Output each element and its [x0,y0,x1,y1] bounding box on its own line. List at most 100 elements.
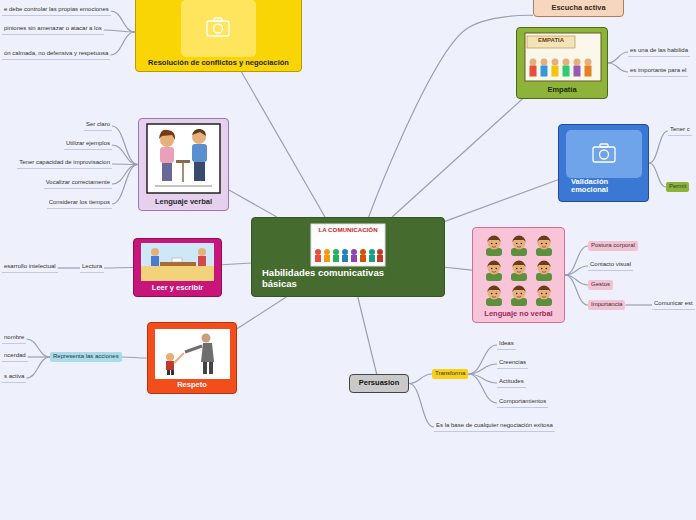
reading-image [160,262,196,266]
camera-icon [593,144,615,162]
center-image [342,249,348,255]
leaf-text: Ideas [497,340,516,350]
reading-image [141,243,214,281]
leaf-label: Es la base de cualquier negociación exit… [434,422,555,432]
leaf-label: Contacto visual [588,261,633,271]
branch-connector [104,267,133,269]
empathy-image [552,59,559,66]
leaf-label: Considerar los tiempos [47,199,112,209]
respect-image [155,329,230,379]
faces-grid [536,286,552,307]
branch-connector [468,364,497,374]
branch-connector [625,304,652,305]
leaf-text: Considerar los tiempos [47,199,112,209]
branch-connector [565,246,588,275]
leaf-label: ncerdad [2,352,28,362]
branch-connector [409,374,432,384]
center-image [351,255,357,262]
center-image [351,249,357,255]
topic-box: Validación emocional [558,124,649,202]
leaf-label: ón calmada, no defensiva y respetuosa [2,50,110,60]
branch-connector [242,72,325,217]
verbal-image [159,130,175,140]
respect-image [201,343,214,362]
center-image [333,249,339,255]
empathy-image [552,66,559,77]
empathy-image [574,59,581,66]
center-image [360,249,366,255]
reading-image [198,248,206,256]
branch-connector [111,11,135,32]
center-image [360,255,366,262]
branch-connector [112,145,138,165]
reading-image [151,256,159,266]
topic-title: Escucha activa [551,4,605,13]
branch-connector [608,52,628,63]
faces-grid [536,261,552,282]
leaf-label: Transforma [432,369,468,379]
empathy-image [563,66,570,77]
leaf-label: Importancia [588,300,625,310]
leaf-label: e debe controlar las propias emociones [2,6,111,16]
subtopic-chip: Gestos [588,280,613,290]
empathy-image [585,66,592,77]
subtopic-chip: Representa las acciones [50,352,122,362]
verbal-image [182,163,184,182]
verbal-image [192,144,207,162]
leaf-label: s activa [2,373,26,383]
branch-connector [468,345,497,374]
leaf-text: Vocalizar correctamente [44,179,112,189]
respect-image [203,362,207,374]
topic-title: Validación emocional [571,178,631,195]
respect-image [185,346,202,352]
leaf-text: Lectura [80,263,104,273]
topic-title: Leer y escribir [152,284,203,293]
empathy-image [574,66,581,77]
branch-connector [110,32,135,55]
leaf-text: Tener capacidad de improvisacion [17,159,112,169]
branch-connector [112,126,138,165]
camera-icon [207,18,229,36]
leaf-label: Creencias [497,359,528,369]
center-image [315,249,383,262]
branch-connector [112,165,138,205]
center-image [377,249,383,255]
leaf-label: Lectura [80,263,104,273]
subtopic-chip: Postura corporal [588,241,638,251]
empathy-image [530,59,592,77]
reading-image [172,258,182,262]
faces-grid [486,261,502,282]
branch-connector [649,163,666,187]
empathy-image [525,33,601,81]
leaf-text: s activa [2,373,26,383]
empathy-image [530,59,537,66]
camera-icon [566,130,642,178]
respect-image [171,370,174,375]
leaf-text: es una de las habilida [628,47,690,57]
leaf-text: Creencias [497,359,528,369]
verbal-image [147,124,220,193]
topic-title: Persuasion [359,379,399,388]
topic-title: Empatía [547,86,576,95]
reading-image [151,248,159,256]
leaf-label: Ideas [497,340,516,350]
branch-connector [445,267,472,270]
topic-title: Resolución de conflictos y negociación [148,59,289,68]
branch-connector [358,297,377,374]
branch-connector [468,374,497,403]
verbal-image [176,160,190,163]
branch-connector [222,263,251,265]
leaf-label: Representa las acciones [50,352,122,362]
subtopic-chip: Transforma [432,369,468,379]
empathy-image [541,59,548,66]
center-image [324,255,330,262]
leaf-text: Comunicar est [652,300,695,310]
faces-grid [536,236,552,257]
leaf-label: Vocalizar correctamente [44,179,112,189]
leaf-label: piniones sin amenazar o atacar a los [2,25,104,35]
reading-image [198,256,206,266]
center-image [315,255,321,262]
verbal-image [155,186,212,187]
